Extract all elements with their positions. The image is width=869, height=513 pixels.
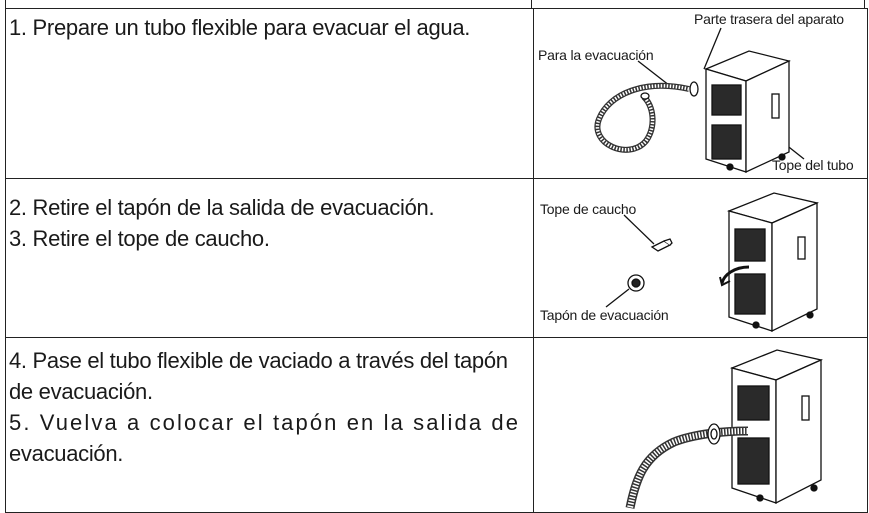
step-row-1: 1. Prepare un tubo flexible para evacuar…	[5, 8, 868, 179]
step-row-3: 4. Pase el tubo flexible de vaciado a tr…	[5, 337, 868, 513]
step-2-3-figure: Tope de caucho Tapón de evacuación	[533, 178, 868, 338]
unit-with-hose-illustration	[594, 27, 805, 174]
plug-removal-illustration	[605, 192, 820, 333]
step-4-5-figure	[533, 337, 868, 513]
step-1-line: 1. Prepare un tubo flexible para evacuar…	[9, 15, 471, 40]
upper-table-edge	[0, 0, 869, 8]
step-5-line-1: 5. Vuelva a colocar el tapón en la salid…	[9, 410, 521, 435]
instructions-table: 1. Prepare un tubo flexible para evacuar…	[5, 8, 868, 513]
step-5-line-2: evacuación.	[9, 441, 124, 466]
callout-rubber-stop: Tope de caucho	[540, 201, 637, 217]
step-4-line-2: de evacuación.	[9, 379, 153, 404]
step-1-text: 1. Prepare un tubo flexible para evacuar…	[5, 8, 534, 179]
step-2-line: 2. Retire el tapón de la salida de evacu…	[9, 195, 435, 220]
step-4-5-text: 4. Pase el tubo flexible de vaciado a tr…	[5, 337, 534, 513]
step-3-line: 3. Retire el tope de caucho.	[9, 226, 270, 251]
callout-rear-of-unit: Parte trasera del aparato	[694, 11, 844, 27]
callout-drain-plug: Tapón de evacuación	[540, 307, 669, 323]
step-row-2: 2. Retire el tapón de la salida de evacu…	[5, 178, 868, 338]
step-2-3-text: 2. Retire el tapón de la salida de evacu…	[5, 178, 534, 338]
step-1-figure: Parte trasera del aparato Para la evacua…	[533, 8, 868, 179]
callout-hose-stop: Tope del tubo	[772, 157, 854, 173]
step-4-line-1: 4. Pase el tubo flexible de vaciado a tr…	[9, 348, 508, 373]
hose-through-plug-illustration	[625, 349, 824, 509]
callout-drain: Para la evacuación	[538, 47, 654, 63]
